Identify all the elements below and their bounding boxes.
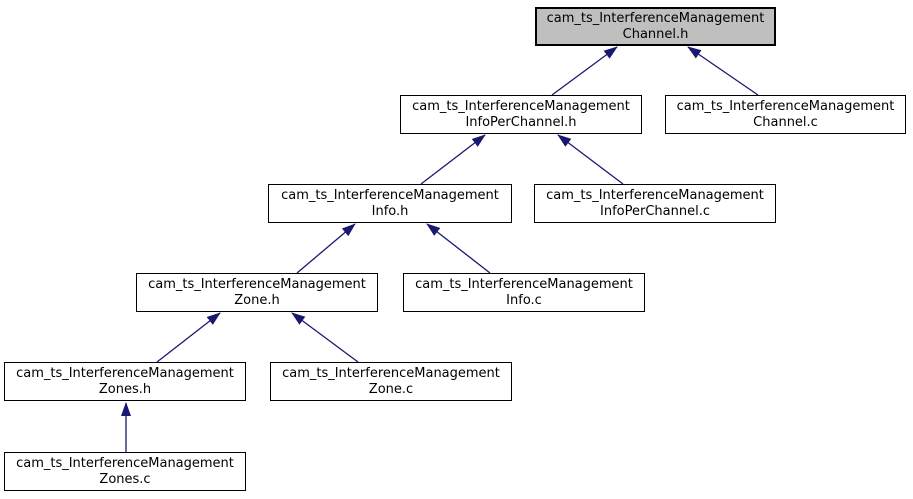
node-label-line2: Channel.h xyxy=(622,26,689,42)
node-label-line1: cam_ts_InterferenceManagement xyxy=(412,98,630,114)
graph-node-channel-h[interactable]: cam_ts_InterferenceManagement Channel.h xyxy=(535,7,776,46)
node-label-line2: Info.h xyxy=(371,203,409,219)
edge-info-h-to-infoperchannel-h xyxy=(420,134,486,185)
edge-channel-c-to-channel-h xyxy=(687,46,759,96)
node-label-line1: cam_ts_InterferenceManagement xyxy=(546,187,764,203)
node-label-line2: Info.c xyxy=(506,292,542,308)
edge-zones-h-to-zone-h xyxy=(156,312,221,363)
graph-node-zone-c[interactable]: cam_ts_InterferenceManagement Zone.c xyxy=(270,362,512,401)
node-label-line1: cam_ts_InterferenceManagement xyxy=(148,276,366,292)
node-label-line1: cam_ts_InterferenceManagement xyxy=(415,276,633,292)
graph-node-zone-h[interactable]: cam_ts_InterferenceManagement Zone.h xyxy=(136,273,378,312)
graph-node-channel-c[interactable]: cam_ts_InterferenceManagement Channel.c xyxy=(665,95,906,134)
node-label-line1: cam_ts_InterferenceManagement xyxy=(16,365,234,381)
node-label-line2: InfoPerChannel.c xyxy=(600,203,710,219)
node-label-line2: Channel.c xyxy=(753,114,818,130)
edge-info-c-to-info-h xyxy=(426,223,491,274)
edge-zone-h-to-info-h xyxy=(296,223,356,274)
edge-infoperchannel-c-to-infoperchannel-h xyxy=(557,134,624,185)
graph-node-zones-h[interactable]: cam_ts_InterferenceManagement Zones.h xyxy=(4,362,246,401)
graph-node-infoperchannel-c[interactable]: cam_ts_InterferenceManagement InfoPerCha… xyxy=(534,184,776,223)
node-label-line2: Zone.h xyxy=(234,292,280,308)
graph-node-zones-c[interactable]: cam_ts_InterferenceManagement Zones.c xyxy=(4,452,246,491)
edge-infoperchannel-h-to-channel-h xyxy=(551,46,618,96)
graph-node-infoperchannel-h[interactable]: cam_ts_InterferenceManagement InfoPerCha… xyxy=(400,95,642,134)
node-label-line2: InfoPerChannel.h xyxy=(465,114,577,130)
node-label-line2: Zone.c xyxy=(368,381,414,397)
node-label-line1: cam_ts_InterferenceManagement xyxy=(546,10,765,26)
graph-node-info-c[interactable]: cam_ts_InterferenceManagement Info.c xyxy=(403,273,645,312)
node-label-line1: cam_ts_InterferenceManagement xyxy=(282,365,500,381)
graph-node-info-h[interactable]: cam_ts_InterferenceManagement Info.h xyxy=(268,184,512,223)
node-label-line1: cam_ts_InterferenceManagement xyxy=(281,187,499,203)
node-label-line1: cam_ts_InterferenceManagement xyxy=(16,455,234,471)
node-label-line2: Zones.c xyxy=(99,471,151,487)
node-label-line1: cam_ts_InterferenceManagement xyxy=(676,98,895,114)
node-label-line2: Zones.h xyxy=(98,381,152,397)
edge-zone-c-to-zone-h xyxy=(291,312,359,363)
